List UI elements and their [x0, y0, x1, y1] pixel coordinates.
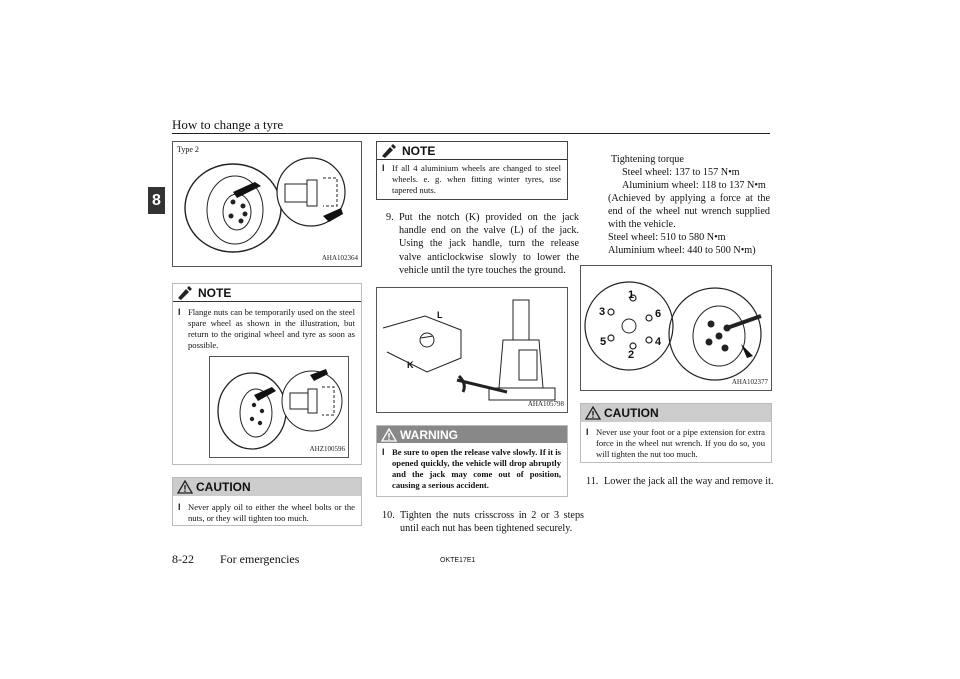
step-number: 9. — [386, 212, 394, 223]
caution-heading: CAUTION — [581, 404, 771, 422]
page-header-title: How to change a tyre — [172, 117, 284, 132]
figure-code: AHA105798 — [527, 400, 564, 408]
note-box-flange-nuts: NOTE l Flange nuts can be temporarily us… — [172, 283, 362, 465]
step-number: 11. — [586, 476, 599, 487]
note-box-aluminium: NOTE l If all 4 aluminium wheels are cha… — [376, 141, 568, 200]
figure-code: AHA102364 — [321, 254, 358, 262]
sequence-number-2: 2 — [628, 349, 635, 361]
jack-illustration — [382, 299, 556, 401]
warning-heading: WARNING — [377, 426, 567, 443]
note-text: If all 4 aluminium wheels are changed to… — [392, 163, 561, 195]
note-bullet: l If all 4 aluminium wheels are changed … — [377, 163, 567, 196]
sequence-number-6: 6 — [655, 308, 662, 320]
bullet-icon: l — [178, 502, 181, 512]
section-name: For emergencies — [220, 552, 300, 566]
step-10: 10. Tighten the nuts crisscross in 2 or … — [382, 509, 584, 535]
warning-triangle-icon — [585, 406, 601, 420]
step-11: 11. Lower the jack all the way and remov… — [586, 475, 788, 488]
caution-heading-text: CAUTION — [196, 480, 251, 494]
figure-flange-nut-type2: Type 2 AHA102364 — [172, 141, 362, 267]
figure-flange-nut-alt: AHZ100596 — [209, 356, 349, 458]
torque-achieved: (Achieved by applying a force at the end… — [608, 193, 770, 231]
sequence-number-5: 5 — [600, 336, 607, 348]
note-heading: NOTE — [377, 142, 567, 160]
warning-triangle-icon — [177, 480, 193, 494]
caution-heading: CAUTION — [173, 478, 361, 496]
warning-text: Be sure to open the release valve slowly… — [392, 447, 561, 490]
warning-triangle-icon — [381, 427, 397, 442]
sequence-number-1: 1 — [628, 289, 635, 301]
caution-text: Never use your foot or a pipe extension … — [596, 427, 765, 459]
caution-heading-text: CAUTION — [604, 406, 659, 420]
note-heading-text: NOTE — [198, 285, 232, 300]
bullet-icon: l — [382, 447, 385, 457]
note-text: Flange nuts can be temporarily used on t… — [188, 307, 355, 350]
header-rule — [172, 133, 770, 134]
pencil-note-icon — [382, 143, 396, 158]
torque-title: Tightening torque — [611, 154, 684, 165]
document-code: OKTE17E1 — [440, 557, 476, 564]
pencil-note-icon — [178, 285, 192, 300]
caution-box-foot: CAUTION l Never use your foot or a pipe … — [580, 403, 772, 463]
warning-bullet: l Be sure to open the release valve slow… — [377, 447, 567, 491]
bullet-icon: l — [586, 427, 589, 437]
chapter-tab: 8 — [148, 187, 165, 214]
wheel-nut-illustration — [184, 157, 346, 253]
tightening-sequence-illustration — [584, 281, 762, 381]
warning-box-release-valve: WARNING l Be sure to open the release va… — [376, 425, 568, 497]
note-heading: NOTE — [173, 284, 361, 302]
torque-steel: Steel wheel: 137 to 157 N•m — [622, 167, 740, 178]
caution-bullet: l Never use your foot or a pipe extensio… — [581, 427, 771, 460]
step-9: 9. Put the notch (K) provided on the jac… — [386, 211, 579, 277]
warning-heading-text: WARNING — [400, 427, 458, 442]
torque-aluminium-force: Aluminium wheel: 440 to 500 N•m) — [608, 245, 756, 256]
caution-box-oil: CAUTION l Never apply oil to either the … — [172, 477, 362, 526]
step-text: Tighten the nuts crisscross in 2 or 3 st… — [400, 510, 584, 535]
step-number: 10. — [382, 510, 395, 521]
torque-aluminium: Aluminium wheel: 118 to 137 N•m — [622, 180, 766, 191]
note-bullet: l Flange nuts can be temporarily used on… — [173, 307, 361, 351]
bullet-icon: l — [382, 163, 385, 173]
step-text: Put the notch (K) provided on the jack h… — [399, 212, 579, 276]
caution-text: Never apply oil to either the wheel bolt… — [188, 502, 355, 523]
sequence-number-3: 3 — [599, 306, 606, 318]
step-text: Lower the jack all the way and remove it… — [604, 476, 774, 487]
figure-tightening-sequence: 1 2 3 4 5 6 AHA102377 — [580, 265, 772, 391]
wheel-nut-illustration-2 — [217, 369, 343, 450]
figure-type-label: Type 2 — [177, 145, 199, 154]
label-k: K — [407, 360, 414, 370]
caution-bullet: l Never apply oil to either the wheel bo… — [173, 502, 361, 524]
figure-jack-release-valve: L K AHA105798 — [376, 287, 568, 413]
sequence-number-4: 4 — [655, 336, 662, 348]
torque-steel-force: Steel wheel: 510 to 580 N•m — [608, 232, 726, 243]
bullet-icon: l — [178, 307, 181, 317]
note-heading-text: NOTE — [402, 143, 436, 158]
figure-code: AHZ100596 — [309, 445, 345, 453]
label-l: L — [437, 310, 443, 320]
figure-code: AHA102377 — [731, 378, 768, 386]
page-number: 8-22 — [172, 552, 194, 566]
